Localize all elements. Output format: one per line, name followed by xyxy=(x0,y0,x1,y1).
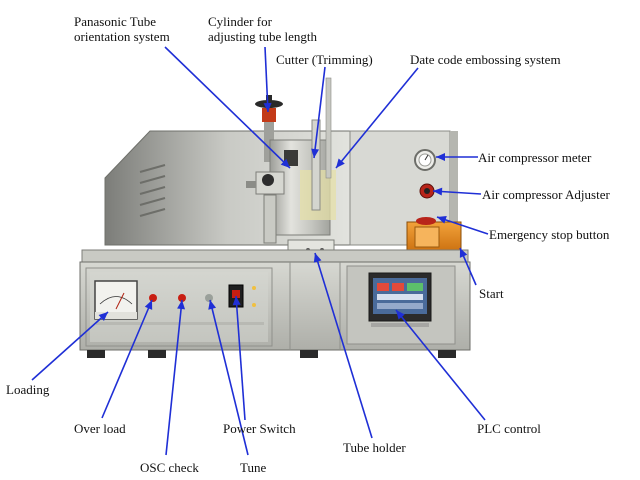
label-cylinder-tube-length: Cylinder for adjusting tube length xyxy=(208,14,318,44)
arrow-air-meter xyxy=(436,153,478,161)
arrow-air-adjuster xyxy=(432,187,482,196)
sealing-head xyxy=(255,77,336,236)
label-cutter-trimming: Cutter (Trimming) xyxy=(276,52,373,67)
vent-slots xyxy=(139,164,166,217)
indicator-lamps xyxy=(149,294,213,302)
label-tube-holder: Tube holder xyxy=(343,440,406,455)
label-over-load: Over load xyxy=(74,421,126,436)
label-emergency-stop: Emergency stop button xyxy=(489,227,610,242)
label-start: Start xyxy=(479,286,504,301)
callout-arrows xyxy=(31,46,489,456)
ammeter xyxy=(94,280,138,320)
arrow-panasonic xyxy=(164,46,291,169)
label-panasonic-orientation: Panasonic Tube orientation system xyxy=(74,14,170,44)
arrow-loading xyxy=(31,311,109,381)
arrow-cutter xyxy=(311,66,326,159)
arrow-tune xyxy=(208,299,249,456)
orientation-post xyxy=(246,171,285,244)
arrow-emergency xyxy=(436,216,489,235)
arrow-osc-check xyxy=(165,299,186,456)
arrow-plc xyxy=(395,309,486,421)
label-tune: Tune xyxy=(240,460,267,475)
label-plc-control: PLC control xyxy=(477,421,541,436)
arrow-tube-holder xyxy=(313,252,373,439)
label-date-code-embossing: Date code embossing system xyxy=(410,52,561,67)
arrow-date-code xyxy=(335,67,419,169)
machine-feet xyxy=(87,350,456,358)
plc-screen xyxy=(368,272,432,327)
arrow-start xyxy=(459,247,477,286)
label-osc-check: OSC check xyxy=(140,460,199,475)
arrow-over-load xyxy=(101,299,153,419)
arrow-power-switch xyxy=(232,295,246,421)
label-loading: Loading xyxy=(6,382,50,397)
label-power-switch: Power Switch xyxy=(223,421,296,436)
label-air-compressor-adjuster: Air compressor Adjuster xyxy=(482,187,610,202)
label-air-compressor-meter: Air compressor meter xyxy=(478,150,592,165)
arrow-cylinder xyxy=(263,46,272,113)
right-panel-controls xyxy=(406,149,462,255)
